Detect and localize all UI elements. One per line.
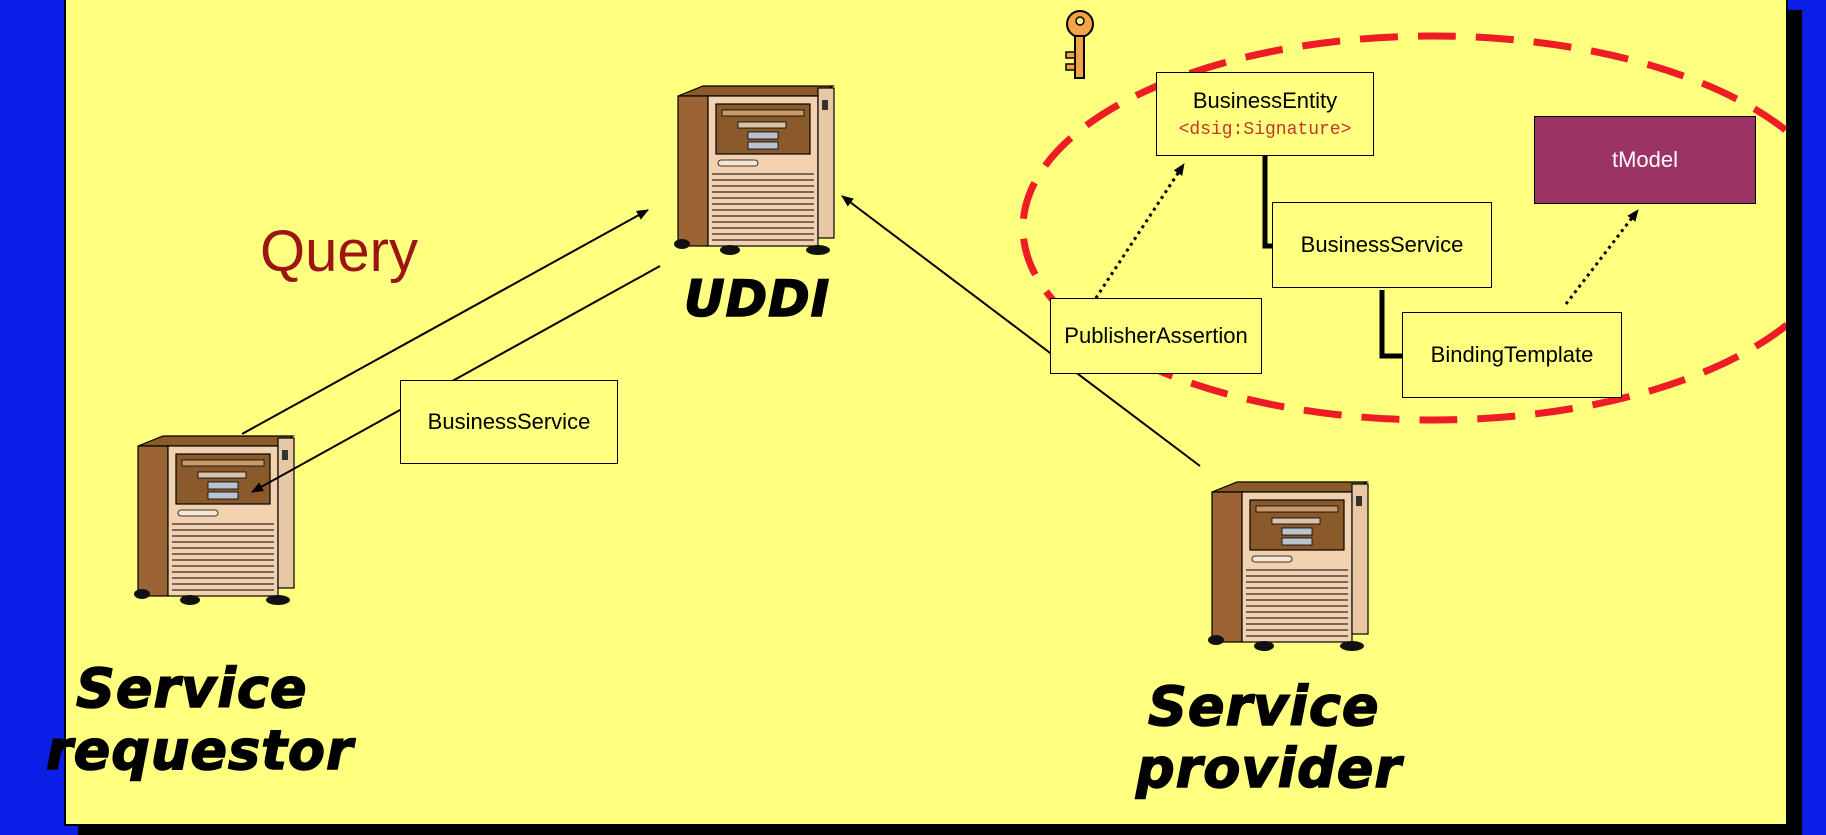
uddi-label: UDDI (683, 269, 831, 329)
service-binding-connector (1379, 290, 1404, 359)
uddi-server-icon (673, 85, 835, 256)
query-label: Query (260, 219, 418, 284)
query-arrow (241, 209, 649, 435)
registry-entries-boundary (1019, 32, 1786, 424)
business-entity-text: BusinessEntity (1192, 88, 1338, 113)
requestor-label-line1: Service (75, 657, 308, 721)
slide-canvas: Query UDDI Service requestor Service pro… (45, 0, 1788, 826)
binding-tmodel-link (1564, 209, 1640, 305)
key-icon (1065, 10, 1094, 79)
business-service-response-text: BusinessService (427, 409, 591, 434)
requestor-label-line2: requestor (45, 719, 354, 783)
assertion-entity-link (1090, 163, 1186, 305)
provider-label-line2: provider (1135, 737, 1403, 801)
provider-label-line1: Service (1147, 675, 1380, 739)
tmodel-text: tModel (1611, 147, 1679, 172)
diagram-connectors (133, 10, 1786, 652)
provider-server-icon (1207, 481, 1369, 652)
publish-arrow (841, 195, 1201, 467)
publisher-assertion-box: PublisherAssertion (1050, 298, 1262, 374)
provider-label: Service provider (1135, 675, 1403, 801)
requestor-server-icon (133, 435, 295, 606)
entity-service-connector (1262, 152, 1274, 249)
business-service-text: BusinessService (1300, 232, 1464, 257)
requestor-label: Service requestor (45, 657, 354, 783)
response-arrow (251, 265, 661, 493)
business-entity-box: BusinessEntity <dsig:Signature> (1156, 72, 1374, 156)
business-service-response-box: BusinessService (400, 380, 618, 464)
publisher-assertion-text: PublisherAssertion (1064, 323, 1248, 348)
signature-text: <dsig:Signature> (1178, 120, 1352, 140)
binding-template-text: BindingTemplate (1430, 342, 1594, 367)
tmodel-box: tModel (1534, 116, 1756, 204)
business-service-box: BusinessService (1272, 202, 1492, 288)
binding-template-box: BindingTemplate (1402, 312, 1622, 398)
